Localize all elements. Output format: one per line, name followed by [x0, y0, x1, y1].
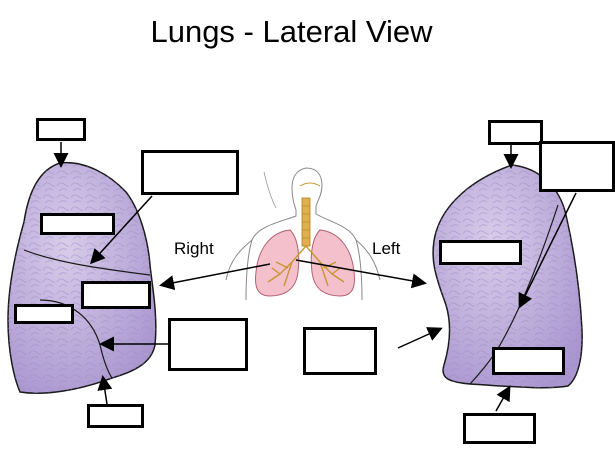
answer-box-left-apex[interactable] [488, 120, 543, 145]
arrow-right-upper-lobe [89, 195, 153, 265]
answer-box-left-oblique-fissure[interactable] [539, 141, 615, 192]
answer-box-right-middle-lobe[interactable] [14, 304, 74, 324]
answer-box-right-horizontal-fissure[interactable] [81, 281, 151, 309]
arrow-left-oblique [518, 192, 577, 309]
label-right: Right [174, 239, 214, 258]
answer-box-right-oblique-fissure[interactable] [168, 318, 248, 371]
page-title: Lungs - Lateral View [150, 14, 433, 49]
arrow-left-side [295, 259, 427, 289]
arrow-right-side [159, 263, 271, 291]
right-lung [7, 161, 157, 394]
answer-box-right-superior-lobe[interactable] [40, 213, 115, 235]
answer-box-right-apex[interactable] [36, 118, 86, 141]
answer-box-left-cardiac-notch[interactable] [303, 327, 377, 375]
label-left: Left [372, 239, 401, 258]
left-lung [432, 164, 583, 389]
torso-inset [225, 167, 381, 301]
horizontal-fissure [23, 249, 151, 276]
answer-box-left-superior-lobe[interactable] [439, 240, 522, 265]
answer-box-left-inferior-lobe[interactable] [492, 347, 565, 375]
answer-box-right-base[interactable] [87, 404, 144, 428]
arrow-left-notch [397, 327, 443, 349]
arrow-left-base [495, 385, 511, 412]
answer-box-right-upper[interactable] [141, 150, 239, 195]
left-oblique-fissure [469, 204, 559, 385]
answer-box-left-base[interactable] [463, 413, 536, 444]
arrow-right-base [97, 375, 113, 405]
pointer-arrows [53, 142, 577, 412]
